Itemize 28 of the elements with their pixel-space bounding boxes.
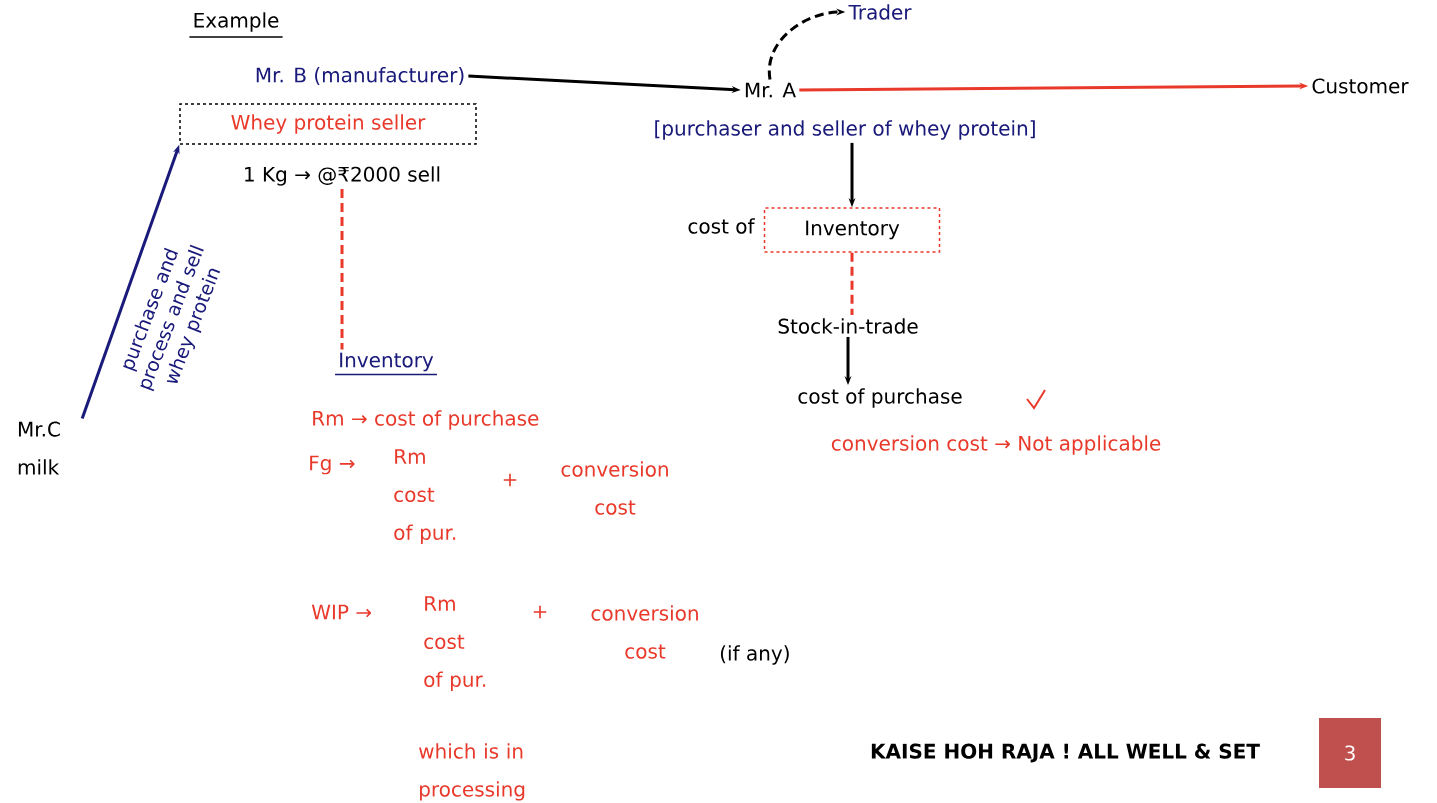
term-label: Stock-in-trade bbox=[778, 318, 918, 334]
formula-term: conversion cost bbox=[561, 461, 668, 515]
formula-term: conversion cost bbox=[591, 605, 698, 659]
person-label: Mr. A bbox=[745, 82, 796, 98]
role-note: [purchaser and seller of whey protein] bbox=[655, 120, 1035, 140]
formula-term: WIP → bbox=[311, 604, 372, 620]
formula-term: Fg → bbox=[310, 455, 355, 475]
plus-sign: + bbox=[533, 605, 547, 619]
formula-line: Rm → cost of purchase bbox=[313, 410, 539, 430]
heading: Inventory bbox=[340, 352, 434, 372]
page-number-box: 3 bbox=[1319, 718, 1381, 788]
price-note: 1 Kg → @₹2000 sell bbox=[245, 166, 440, 186]
plus-sign: + bbox=[503, 473, 517, 487]
person-label: Trader bbox=[848, 4, 912, 20]
formula-term: Rm cost of pur. bbox=[424, 596, 486, 691]
prefix-text: cost of bbox=[688, 218, 755, 234]
note: (if any) bbox=[720, 645, 789, 665]
formula-term: Rm cost of pur. bbox=[394, 449, 456, 544]
person-label: Customer bbox=[1312, 78, 1409, 94]
title: Example bbox=[194, 12, 279, 32]
person-label: Mr. B (manufacturer) bbox=[256, 67, 464, 85]
footer-text: KAISE HOH RAJA ! ALL WELL & SET bbox=[871, 743, 1260, 763]
formula-term: which is in processing bbox=[419, 743, 525, 801]
term-label: cost of purchase bbox=[798, 388, 962, 408]
dashed-box: Inventory bbox=[763, 207, 941, 253]
dashed-box: Whey protein seller bbox=[179, 103, 477, 145]
formula-line: conversion cost → Not applicable bbox=[831, 435, 1161, 455]
person-label: Mr.C milk bbox=[18, 421, 60, 475]
